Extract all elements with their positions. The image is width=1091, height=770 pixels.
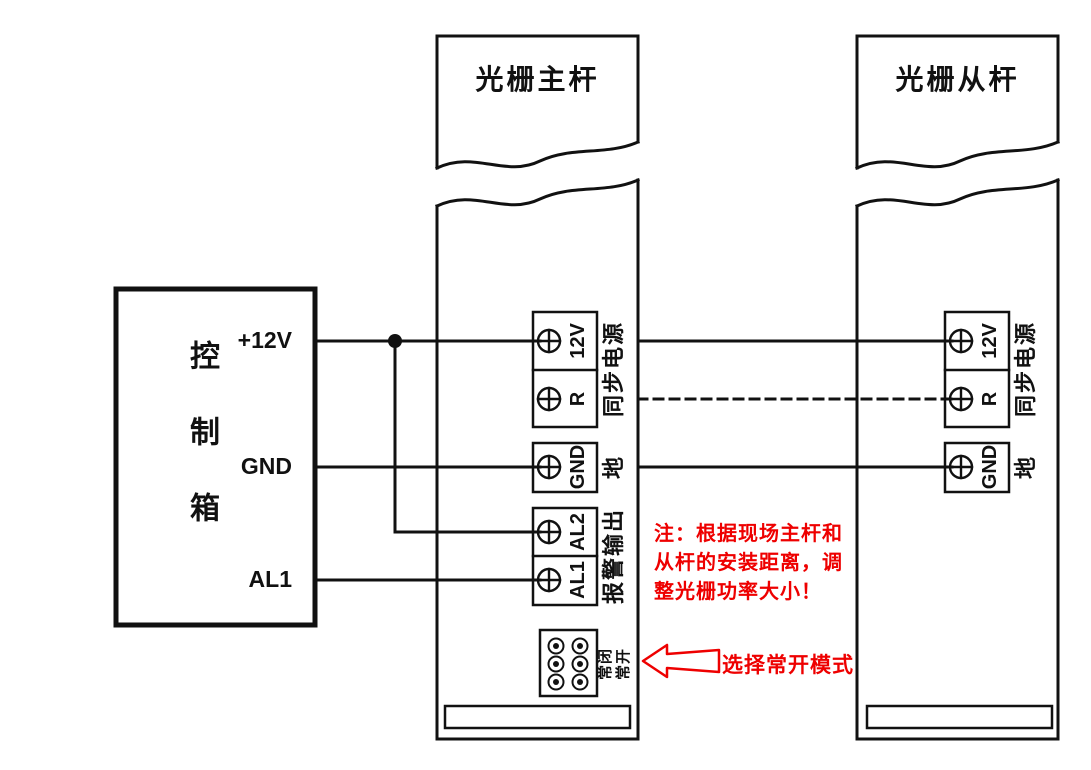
master-terminal-al1-label: AL1 xyxy=(566,561,589,599)
slave-pole-base-plate xyxy=(865,704,1054,730)
wire-junction-dot xyxy=(388,334,402,348)
master-terminal-blocks xyxy=(531,310,599,607)
note-text-line-3: 整光栅功率大小！ xyxy=(654,581,822,603)
dip-normally-closed-label: 常闭 xyxy=(596,648,614,681)
slave-pole-title: 光栅从杆 xyxy=(895,64,1020,95)
slave-pole-break-wave-bottom xyxy=(855,178,1060,208)
callout-arrow-label: 选择常开模式 xyxy=(722,654,854,677)
master-pole-break-wave-bottom xyxy=(435,178,640,208)
wires xyxy=(313,334,954,582)
slave-ground-label: 地 xyxy=(1013,455,1038,480)
screw-al1-icon xyxy=(536,567,562,593)
slave-terminal-r-label: R xyxy=(978,391,1001,407)
slave-terminal-screws xyxy=(948,328,974,480)
master-pole-title: 光栅主杆 xyxy=(475,64,600,95)
dip-normally-open-label: 常开 xyxy=(614,648,632,681)
control-terminal-al1-label: AL1 xyxy=(248,566,292,592)
master-ground-label: 地 xyxy=(601,455,626,480)
master-terminal-gnd-label: GND xyxy=(566,444,589,490)
screw-gnd-icon xyxy=(948,454,974,480)
control-box-outline xyxy=(113,286,318,628)
screw-al2-icon xyxy=(536,519,562,545)
control-terminal-gnd-label: GND xyxy=(240,453,292,479)
slave-terminal-12v-label: 12V xyxy=(978,323,1001,359)
slave-pole-outline xyxy=(855,34,1060,741)
dip-switch-block xyxy=(538,628,599,698)
callout-arrow-left-icon xyxy=(641,643,721,679)
master-alarm-output-label: 报警输出 xyxy=(601,508,626,605)
master-sync-power-label: 同步电源 xyxy=(601,321,626,418)
screw-r-icon xyxy=(948,386,974,412)
master-terminal-screws xyxy=(536,328,562,593)
screw-r-icon xyxy=(536,386,562,412)
master-pole-break-wave-top xyxy=(435,140,640,170)
master-terminal-r-label: R xyxy=(566,391,589,407)
master-pole-base-plate xyxy=(443,704,632,730)
master-pole-outline xyxy=(435,34,640,741)
master-terminal-12v-label: 12V xyxy=(566,323,589,359)
note-text-line-2: 从杆的安装距离，调 xyxy=(654,552,843,574)
control-box-title: 控制箱 xyxy=(185,340,218,568)
note-text-line-1: 注：根据现场主杆和 xyxy=(654,523,843,545)
screw-12v-icon xyxy=(948,328,974,354)
slave-terminal-gnd-label: GND xyxy=(978,444,1001,490)
control-terminal-12v-label: +12V xyxy=(237,327,292,353)
slave-sync-power-label: 同步电源 xyxy=(1013,321,1038,418)
wire-al2-branch xyxy=(393,339,542,534)
slave-pole-break-wave-top xyxy=(855,140,1060,170)
